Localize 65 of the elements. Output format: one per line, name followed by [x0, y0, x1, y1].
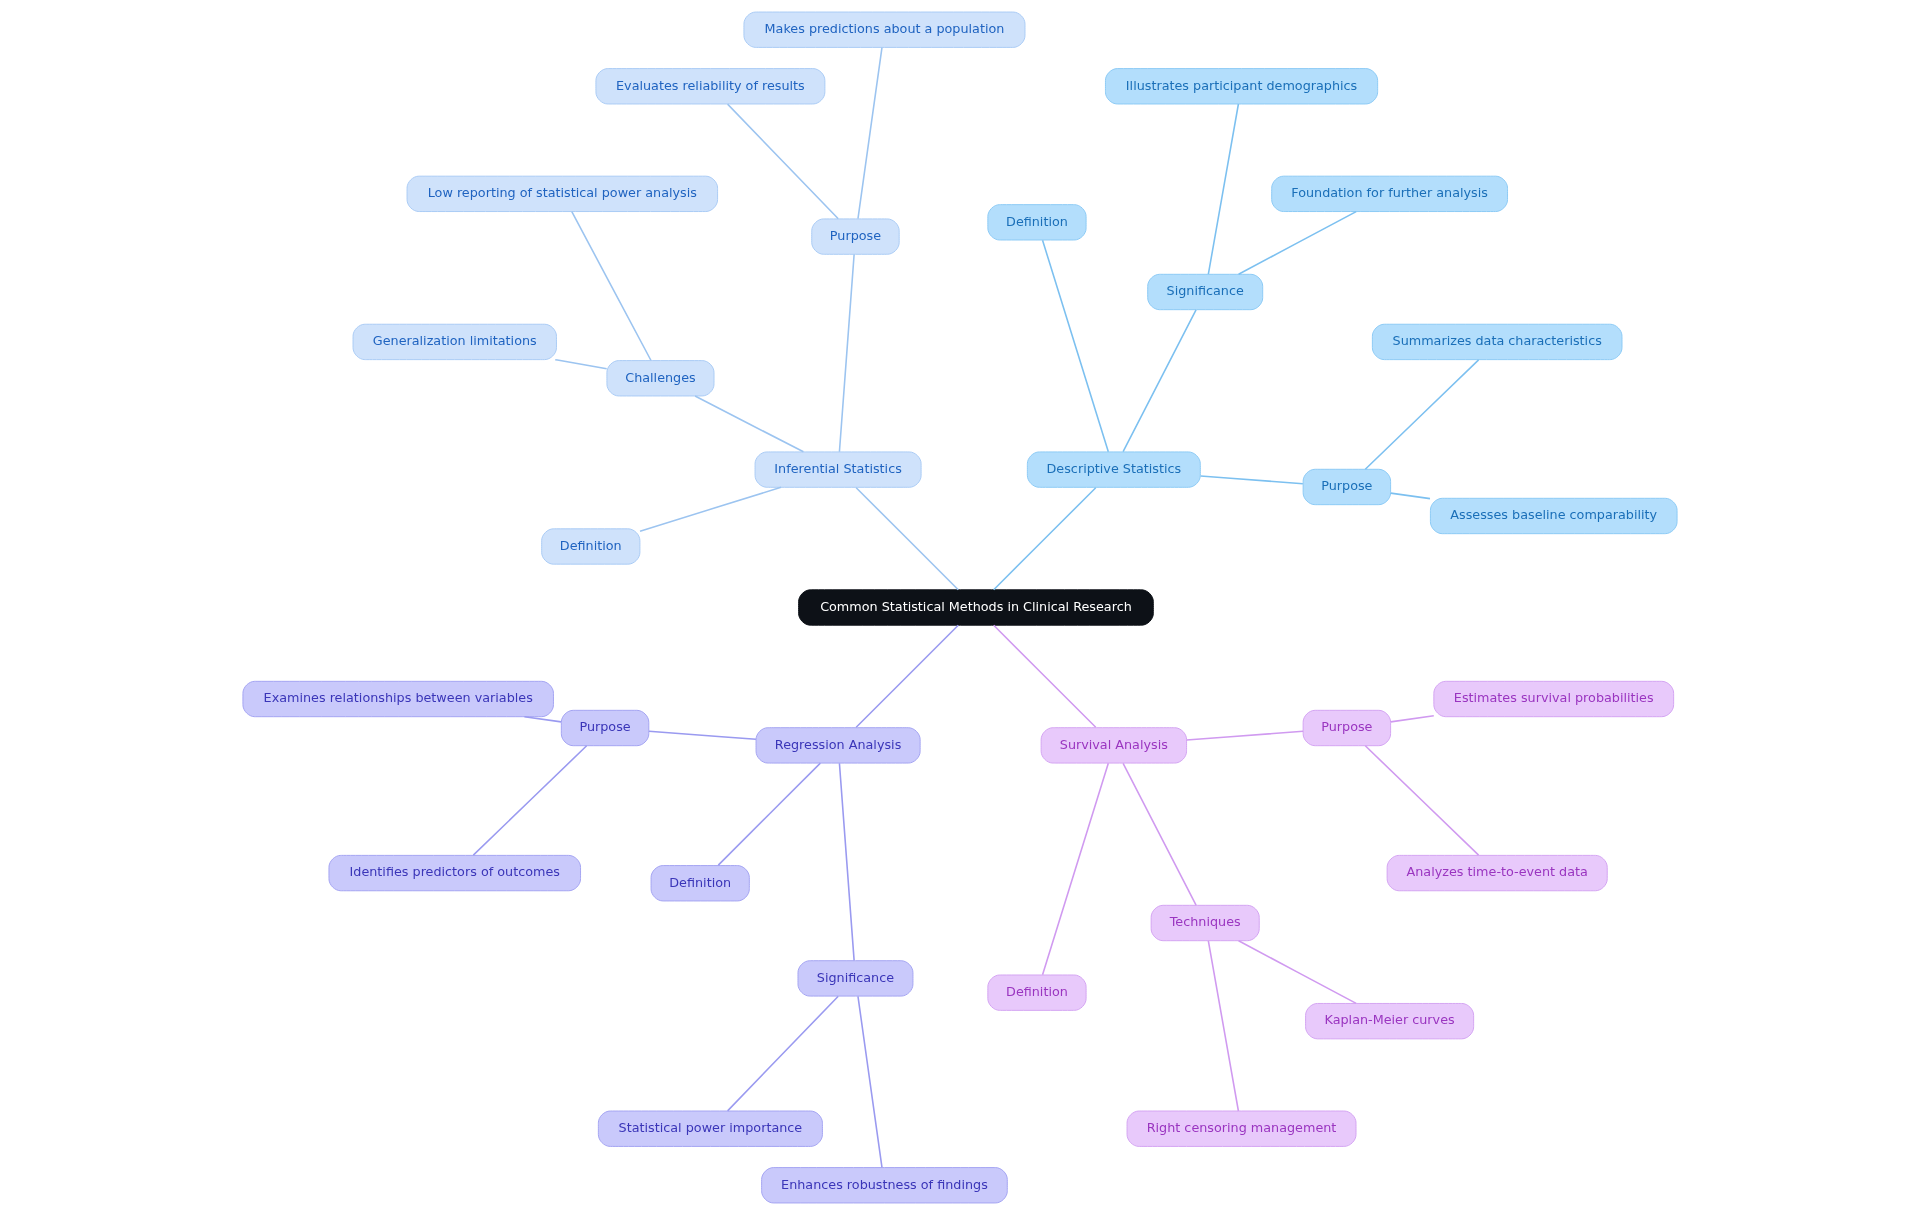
- node-box: Evaluates reliability of results: [595, 68, 826, 105]
- connector: [571, 210, 652, 362]
- node-box: Purpose: [560, 709, 650, 747]
- connector: [1389, 715, 1435, 723]
- connector: [717, 762, 822, 866]
- node-box: Statistical power importance: [597, 1110, 823, 1147]
- node-box: Assesses baseline comparability: [1429, 497, 1678, 535]
- connector: [857, 46, 883, 220]
- connector: [472, 745, 588, 856]
- node-box: Illustrates participant demographics: [1104, 68, 1379, 105]
- connector: [857, 995, 883, 1169]
- connector: [726, 995, 840, 1112]
- node-box: Makes predictions about a population: [743, 11, 1026, 48]
- connector: [523, 715, 562, 723]
- node-box: Regression Analysis: [755, 727, 921, 764]
- node-box: Analyzes time-to-event data: [1386, 854, 1608, 892]
- node-box: Examines relationships between variables: [242, 680, 554, 718]
- node-box: Common Statistical Methods in Clinical Research: [798, 589, 1154, 626]
- connector: [639, 486, 782, 532]
- node-box: Significance: [797, 960, 914, 997]
- connector: [1185, 730, 1304, 741]
- node-box: Estimates survival probabilities: [1433, 680, 1675, 718]
- node-box: Purpose: [1302, 709, 1392, 747]
- node-box: Purpose: [1302, 468, 1392, 506]
- node-box: Enhances robustness of findings: [761, 1167, 1008, 1204]
- connector: [1389, 492, 1431, 500]
- node-box: Right censoring management: [1126, 1110, 1357, 1147]
- node-box: Definition: [650, 865, 750, 902]
- node-box: Descriptive Statistics: [1026, 451, 1201, 488]
- node-box: Identifies predictors of outcomes: [328, 854, 581, 892]
- connector: [838, 762, 855, 962]
- connector: [1041, 239, 1110, 453]
- connector: [1364, 359, 1480, 470]
- node-box: Summarizes data characteristics: [1371, 323, 1623, 361]
- node-box: Definition: [987, 204, 1087, 241]
- connector: [855, 486, 959, 591]
- node-box: Inferential Statistics: [754, 451, 922, 488]
- connector: [1207, 103, 1240, 275]
- connector: [726, 103, 840, 220]
- node-box: Foundation for further analysis: [1271, 175, 1509, 213]
- node-box: Definition: [541, 528, 641, 565]
- node-box: Low reporting of statistical power analysis: [406, 175, 719, 213]
- node-box: Definition: [987, 974, 1087, 1011]
- node-box: Purpose: [811, 218, 900, 255]
- node-box: Challenges: [606, 360, 715, 397]
- connector: [1041, 762, 1110, 976]
- connector: [1122, 309, 1197, 453]
- connector: [1237, 210, 1357, 275]
- node-box: Significance: [1147, 273, 1264, 311]
- connector: [992, 624, 1097, 729]
- connector: [838, 253, 855, 453]
- node-box: Generalization limitations: [352, 323, 557, 361]
- connector: [855, 624, 959, 729]
- node-box: Techniques: [1150, 904, 1260, 942]
- connector: [1207, 940, 1240, 1112]
- connector: [1199, 475, 1304, 485]
- connector: [992, 486, 1097, 591]
- node-box: Kaplan-Meier curves: [1305, 1002, 1475, 1040]
- connector: [1237, 940, 1357, 1005]
- node-box: Survival Analysis: [1040, 727, 1188, 764]
- connector: [694, 395, 805, 453]
- connector: [1122, 762, 1197, 906]
- connector: [648, 730, 757, 741]
- connector: [554, 358, 608, 370]
- connector: [1364, 745, 1480, 856]
